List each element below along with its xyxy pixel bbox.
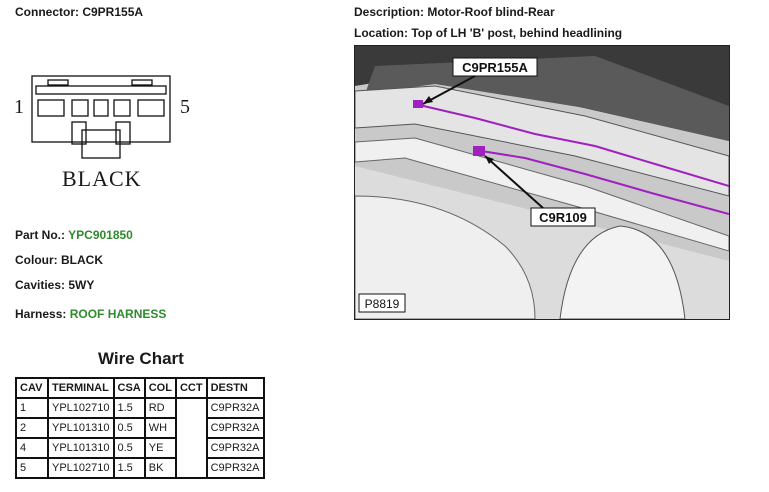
connector-face-diagram	[31, 75, 171, 159]
table-row: 2 YPL101310 0.5 WH C9PR32A	[15, 417, 265, 439]
pin-5-label: 5	[180, 96, 190, 118]
header-destn: DESTN	[205, 377, 265, 399]
cell-cct	[174, 438, 208, 458]
harness-value: ROOF HARNESS	[69, 307, 167, 321]
cell-cav: 5	[15, 457, 49, 479]
header-cct: CCT	[174, 377, 208, 399]
cell-col: WH	[143, 417, 177, 439]
header-col: COL	[143, 377, 177, 399]
header-csa: CSA	[112, 377, 146, 399]
cell-cct	[174, 458, 208, 479]
connector-label: Connector: C9PR155A	[15, 5, 144, 19]
cell-col: BK	[143, 457, 177, 479]
location-photo-illustration: C9PR155A C9R109 P8819	[355, 46, 729, 319]
cell-col: YE	[143, 437, 177, 459]
colour-label: Colour: BLACK	[15, 253, 103, 267]
cell-terminal: YPL102710	[47, 397, 115, 419]
wire-chart-title: Wire Chart	[98, 349, 184, 368]
cell-terminal: YPL102710	[47, 457, 115, 479]
cell-terminal: YPL101310	[47, 417, 115, 439]
cell-terminal: YPL101310	[47, 437, 115, 459]
cell-csa: 0.5	[112, 437, 146, 459]
location-photo: C9PR155A C9R109 P8819	[354, 45, 730, 320]
cell-cav: 1	[15, 397, 49, 419]
cell-csa: 1.5	[112, 397, 146, 419]
cell-cav: 2	[15, 417, 49, 439]
part-no-row: Part No.: YPC901850	[15, 228, 133, 242]
pin-1-label: 1	[14, 96, 24, 118]
cell-destn: C9PR32A	[205, 397, 265, 419]
table-row: 4 YPL101310 0.5 YE C9PR32A	[15, 437, 265, 459]
cell-cct	[174, 418, 208, 438]
cell-col: RD	[143, 397, 177, 419]
table-row: 1 YPL102710 1.5 RD C9PR32A	[15, 397, 265, 419]
cell-cct	[174, 398, 208, 418]
header-cav: CAV	[15, 377, 49, 399]
photo-ref-label: P8819	[365, 297, 400, 311]
cell-csa: 1.5	[112, 457, 146, 479]
location-label: Location: Top of LH 'B' post, behind hea…	[354, 26, 623, 40]
cell-destn: C9PR32A	[205, 417, 265, 439]
cell-cav: 4	[15, 437, 49, 459]
connector-colour-caption: BLACK	[62, 166, 142, 191]
harness-label: Harness:	[15, 307, 67, 321]
cell-destn: C9PR32A	[205, 437, 265, 459]
header-terminal: TERMINAL	[47, 377, 115, 399]
part-no-value: YPC901850	[68, 228, 133, 242]
cavities-label: Cavities: 5WY	[15, 278, 95, 292]
wire-chart-header-row: CAV TERMINAL CSA COL CCT DESTN	[15, 377, 265, 399]
table-row: 5 YPL102710 1.5 BK C9PR32A	[15, 457, 265, 479]
callout-c9r109: C9R109	[539, 210, 587, 225]
description-label: Description: Motor-Roof blind-Rear	[354, 5, 555, 19]
wire-chart-table: CAV TERMINAL CSA COL CCT DESTN 1 YPL1027…	[15, 377, 265, 479]
cell-destn: C9PR32A	[205, 457, 265, 479]
part-no-label: Part No.:	[15, 228, 66, 242]
callout-c9pr155a: C9PR155A	[462, 60, 528, 75]
harness-row: Harness: ROOF HARNESS	[15, 307, 166, 321]
cell-csa: 0.5	[112, 417, 146, 439]
